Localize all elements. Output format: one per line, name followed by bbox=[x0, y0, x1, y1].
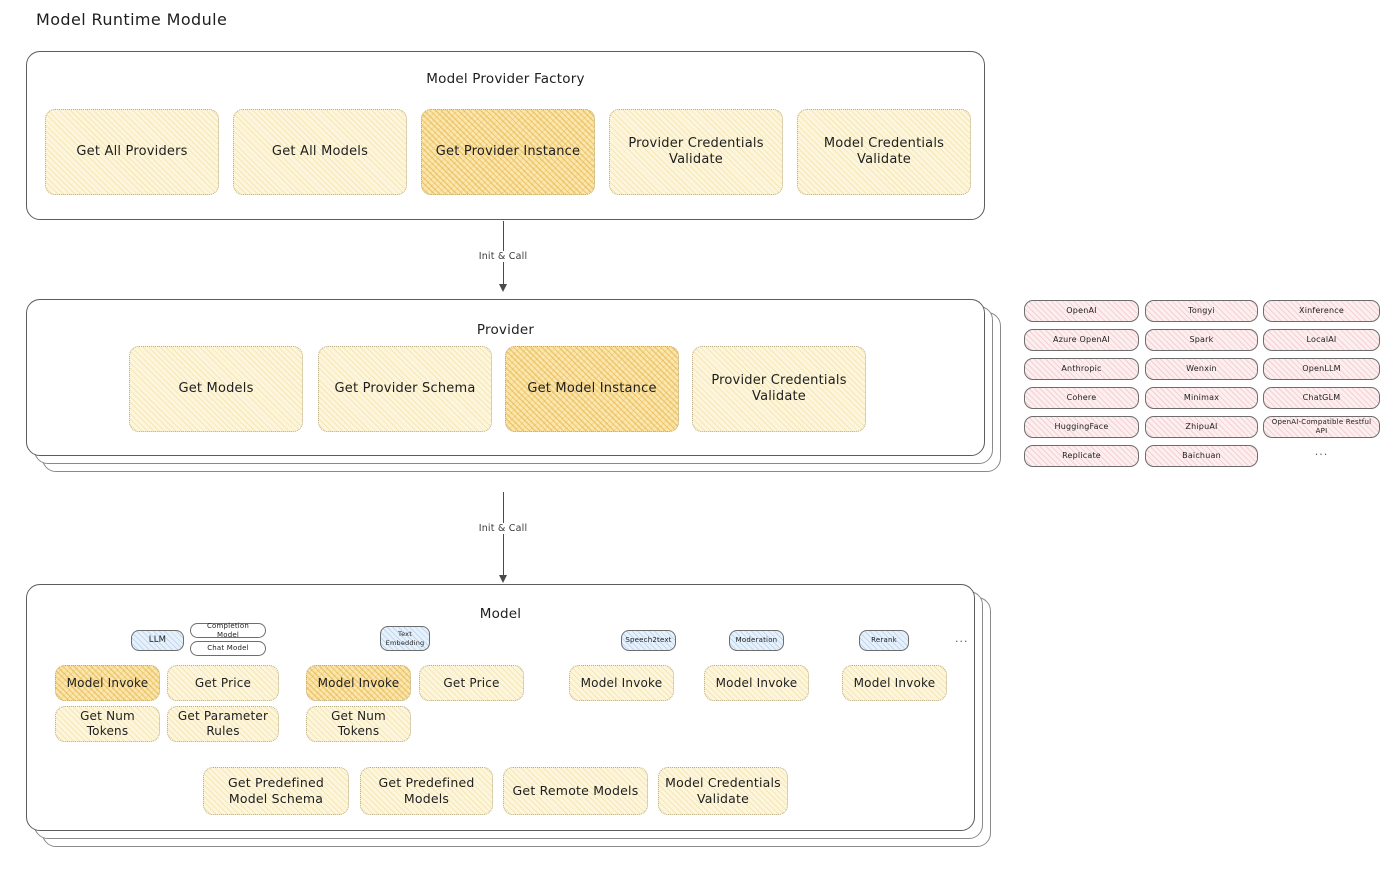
model-common-method-get-predefined-model-schema[interactable]: Get Predefined Model Schema bbox=[203, 767, 349, 815]
arrow-label-init-call-2: Init & Call bbox=[475, 523, 531, 534]
factory-item-get-all-providers[interactable]: Get All Providers bbox=[45, 109, 219, 195]
provider-chip[interactable]: Replicate bbox=[1024, 445, 1139, 467]
provider-chip[interactable]: OpenAI-Compatible Restful API bbox=[1263, 416, 1380, 438]
factory-item-get-provider-instance[interactable]: Get Provider Instance bbox=[421, 109, 595, 195]
model-types-more: ... bbox=[955, 632, 969, 645]
model-method-model-invoke[interactable]: Model Invoke bbox=[569, 665, 674, 701]
provider-chip[interactable]: Azure OpenAI bbox=[1024, 329, 1139, 351]
model-method-model-invoke[interactable]: Model Invoke bbox=[842, 665, 947, 701]
provider-item-get-model-instance[interactable]: Get Model Instance bbox=[505, 346, 679, 432]
model-type-badge-speech2text[interactable]: Speech2text bbox=[621, 630, 676, 651]
model-method-get-price[interactable]: Get Price bbox=[419, 665, 524, 701]
provider-chip[interactable]: ChatGLM bbox=[1263, 387, 1380, 409]
model-common-method-model-credentials-validate[interactable]: Model Credentials Validate bbox=[658, 767, 788, 815]
provider-chip[interactable]: Tongyi bbox=[1145, 300, 1258, 322]
model-provider-factory-card: Model Provider Factory Get All Providers… bbox=[26, 51, 985, 220]
model-method-model-invoke[interactable]: Model Invoke bbox=[704, 665, 809, 701]
provider-chip[interactable]: LocalAI bbox=[1263, 329, 1380, 351]
provider-list-column-1: OpenAI Azure OpenAI Anthropic Cohere Hug… bbox=[1024, 300, 1139, 467]
provider-chip[interactable]: ZhipuAI bbox=[1145, 416, 1258, 438]
model-method-model-invoke[interactable]: Model Invoke bbox=[55, 665, 160, 701]
model-sub-badge-chat-model[interactable]: Chat Model bbox=[190, 641, 266, 656]
provider-chip[interactable]: HuggingFace bbox=[1024, 416, 1139, 438]
provider-chip[interactable]: OpenLLM bbox=[1263, 358, 1380, 380]
model-common-method-get-predefined-models[interactable]: Get Predefined Models bbox=[360, 767, 493, 815]
provider-chip[interactable]: Cohere bbox=[1024, 387, 1139, 409]
factory-item-get-all-models[interactable]: Get All Models bbox=[233, 109, 407, 195]
provider-item-get-models[interactable]: Get Models bbox=[129, 346, 303, 432]
model-common-method-get-remote-models[interactable]: Get Remote Models bbox=[503, 767, 648, 815]
model-method-model-invoke[interactable]: Model Invoke bbox=[306, 665, 411, 701]
provider-list-more: ... bbox=[1314, 445, 1329, 458]
provider-card: Provider Get Models Get Provider Schema … bbox=[26, 299, 985, 456]
provider-chip[interactable]: Wenxin bbox=[1145, 358, 1258, 380]
provider-chip[interactable]: Xinference bbox=[1263, 300, 1380, 322]
page-title: Model Runtime Module bbox=[36, 10, 228, 29]
provider-chip[interactable]: Baichuan bbox=[1145, 445, 1258, 467]
arrow-provider-to-model: Init & Call bbox=[475, 492, 531, 584]
model-type-badge-rerank[interactable]: Rerank bbox=[859, 630, 909, 651]
model-method-get-num-tokens[interactable]: Get Num Tokens bbox=[55, 706, 160, 742]
provider-item-provider-credentials-validate[interactable]: Provider Credentials Validate bbox=[692, 346, 866, 432]
factory-item-model-credentials-validate[interactable]: Model Credentials Validate bbox=[797, 109, 971, 195]
model-type-badge-text-embedding[interactable]: Text Embedding bbox=[380, 626, 430, 651]
model-type-badge-moderation[interactable]: Moderation bbox=[729, 630, 784, 651]
provider-chip[interactable]: Minimax bbox=[1145, 387, 1258, 409]
factory-item-provider-credentials-validate[interactable]: Provider Credentials Validate bbox=[609, 109, 783, 195]
provider-list: OpenAI Azure OpenAI Anthropic Cohere Hug… bbox=[1024, 300, 1380, 475]
model-method-get-parameter-rules[interactable]: Get Parameter Rules bbox=[167, 706, 279, 742]
provider-chip[interactable]: Anthropic bbox=[1024, 358, 1139, 380]
provider-title: Provider bbox=[476, 322, 535, 338]
model-title: Model bbox=[479, 606, 522, 622]
provider-chip[interactable]: Spark bbox=[1145, 329, 1258, 351]
model-provider-factory-title: Model Provider Factory bbox=[426, 71, 585, 87]
model-type-badge-llm[interactable]: LLM bbox=[131, 630, 184, 651]
provider-chip[interactable]: OpenAI bbox=[1024, 300, 1139, 322]
model-method-get-price[interactable]: Get Price bbox=[167, 665, 279, 701]
provider-list-column-2: Tongyi Spark Wenxin Minimax ZhipuAI Baic… bbox=[1145, 300, 1258, 467]
provider-item-get-provider-schema[interactable]: Get Provider Schema bbox=[318, 346, 492, 432]
provider-list-column-3: Xinference LocalAI OpenLLM ChatGLM OpenA… bbox=[1263, 300, 1380, 458]
arrow-label-init-call-1: Init & Call bbox=[475, 251, 531, 262]
model-method-get-num-tokens[interactable]: Get Num Tokens bbox=[306, 706, 411, 742]
model-sub-badge-completion-model[interactable]: Completion Model bbox=[190, 622, 266, 639]
model-card: Model LLM Completion Model Chat Model Mo… bbox=[26, 584, 975, 831]
arrow-factory-to-provider: Init & Call bbox=[475, 221, 531, 293]
